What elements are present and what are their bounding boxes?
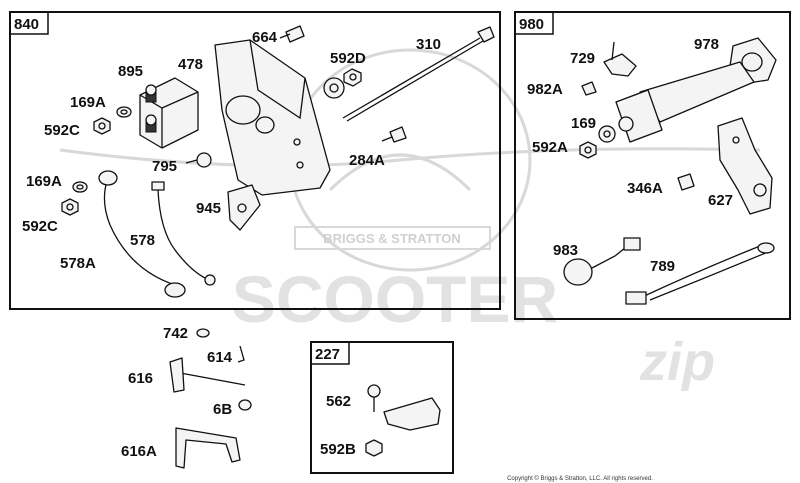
screw-346a xyxy=(677,173,695,191)
label-284a: 284A xyxy=(349,152,385,169)
bracket-945 xyxy=(227,184,261,231)
washer-592d xyxy=(323,77,345,99)
clip-742 xyxy=(196,328,210,338)
label-592d: 592D xyxy=(330,50,366,67)
solenoid-895 xyxy=(139,77,199,149)
watermark: BRIGGS & STRATTON SCOOTER zip xyxy=(59,48,761,392)
label-562: 562 xyxy=(326,393,351,410)
bracket-627 xyxy=(717,117,773,215)
watermark-sub: zip xyxy=(639,332,715,392)
label-346a: 346A xyxy=(627,180,663,197)
link-616 xyxy=(169,357,246,393)
nut-592c-lower xyxy=(61,198,79,216)
clamp-729 xyxy=(603,41,637,77)
label-982a: 982A xyxy=(527,81,563,98)
label-795: 795 xyxy=(152,158,177,175)
bracket-plate-478 xyxy=(214,39,331,196)
label-616: 616 xyxy=(128,370,153,387)
nut-592a xyxy=(579,141,597,159)
label-983: 983 xyxy=(553,242,578,259)
label-578: 578 xyxy=(130,232,155,249)
starter-motor xyxy=(615,61,755,143)
washer-6b xyxy=(238,399,252,411)
watermark-brand: BRIGGS & STRATTON xyxy=(323,231,460,246)
label-578a: 578A xyxy=(60,255,96,272)
label-592a: 592A xyxy=(532,139,568,156)
pin-614 xyxy=(237,345,245,363)
label-169a-upper: 169A xyxy=(70,94,106,111)
label-945: 945 xyxy=(196,200,221,217)
label-592b: 592B xyxy=(320,441,356,458)
label-592c-lower: 592C xyxy=(22,218,58,235)
watermark-word: SCOOTER xyxy=(232,262,558,336)
group-980-tag: 980 xyxy=(519,16,544,33)
label-478: 478 xyxy=(178,56,203,73)
group-227-tag-frame xyxy=(310,341,350,365)
group-840-frame xyxy=(9,11,501,310)
wire-578 xyxy=(151,181,216,286)
label-6b: 6B xyxy=(213,401,232,418)
group-840-tag-frame xyxy=(9,11,49,35)
cable-578a xyxy=(98,170,186,298)
label-978: 978 xyxy=(694,36,719,53)
group-227-tag: 227 xyxy=(315,346,340,363)
screw-982a xyxy=(581,81,597,96)
screw-284a xyxy=(381,126,407,143)
screw-664 xyxy=(279,25,305,43)
label-789: 789 xyxy=(650,258,675,275)
harness-789 xyxy=(625,242,775,305)
group-840-tag: 840 xyxy=(14,16,39,33)
group-980-tag-frame xyxy=(514,11,554,35)
label-627: 627 xyxy=(708,192,733,209)
link-616a xyxy=(175,427,241,469)
lever-227 xyxy=(383,397,441,431)
label-169: 169 xyxy=(571,115,596,132)
label-729: 729 xyxy=(570,50,595,67)
nut-169a-lower xyxy=(72,181,88,193)
label-614: 614 xyxy=(207,349,233,366)
screw-562 xyxy=(367,384,381,412)
button-983 xyxy=(563,237,641,286)
washer-169 xyxy=(598,125,616,143)
group-980-frame xyxy=(514,11,791,320)
label-616a: 616A xyxy=(121,443,157,460)
label-742: 742 xyxy=(163,325,188,342)
label-895: 895 xyxy=(118,63,143,80)
long-bolt-310 xyxy=(342,26,495,122)
label-592c-upper: 592C xyxy=(44,122,80,139)
group-227-frame xyxy=(310,341,454,474)
connector-795 xyxy=(185,152,212,168)
nut-169a-upper xyxy=(116,106,132,118)
label-664: 664 xyxy=(252,29,278,46)
nut-592b xyxy=(365,439,383,457)
label-310: 310 xyxy=(416,36,441,53)
label-169a-lower: 169A xyxy=(26,173,62,190)
nut-592d xyxy=(343,68,362,87)
nut-592c-upper xyxy=(93,117,111,135)
copyright-text: Copyright © Briggs & Stratton, LLC. All … xyxy=(507,475,653,482)
